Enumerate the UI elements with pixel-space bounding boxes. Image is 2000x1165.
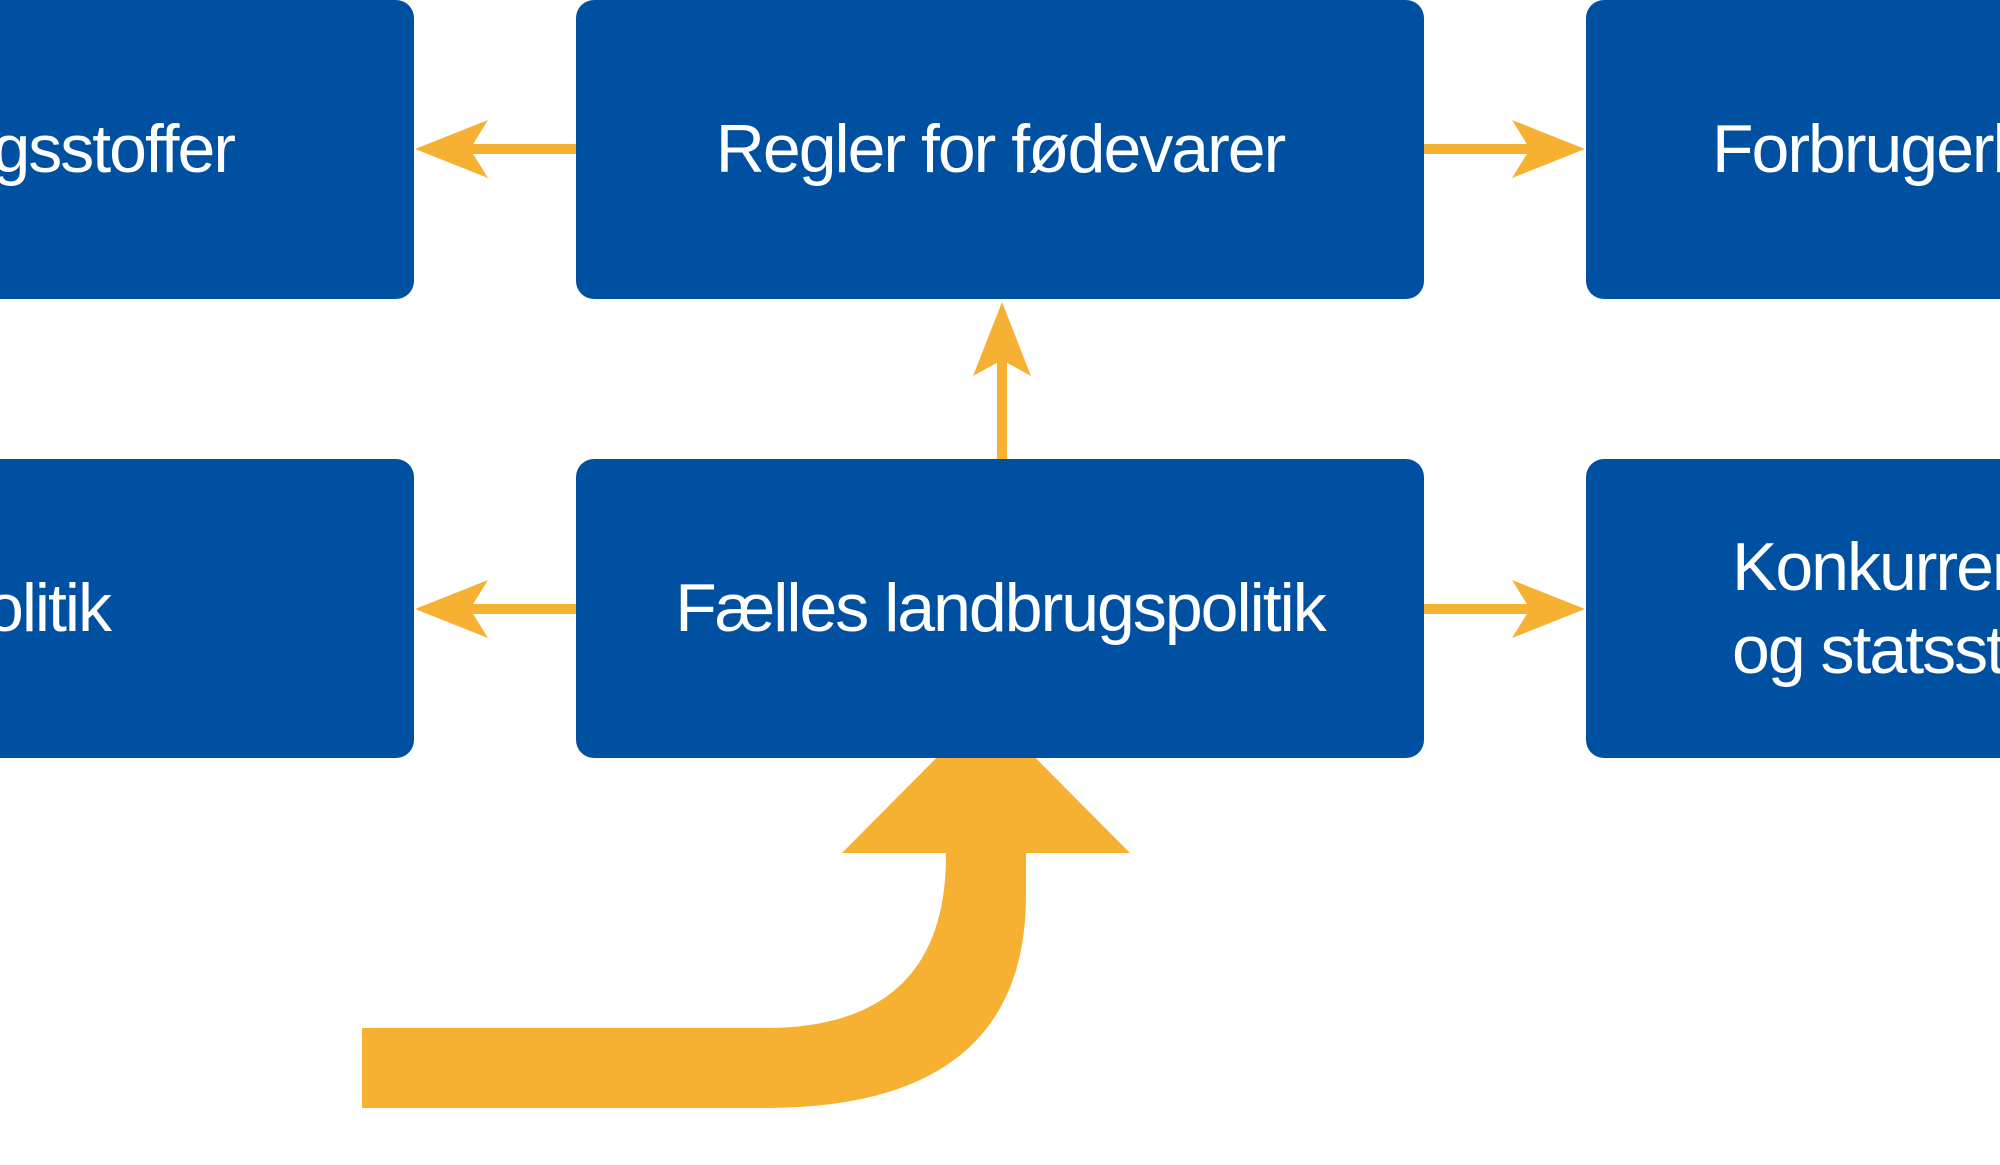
box-mid-right-line-1: Konkurren: [1732, 528, 2000, 605]
box-top-right-label: Forbrugerb: [1712, 111, 2000, 188]
arrow-mid-center-to-top-center: [973, 302, 1031, 459]
box-mid-center-label: Fælles landbrugspolitik: [675, 570, 1326, 647]
box-mid-right-label: Konkurren og statsst: [1732, 526, 2000, 692]
box-mid-left: olitik: [0, 459, 414, 758]
arrow-mid-center-to-left: [415, 580, 576, 638]
box-mid-right: Konkurren og statsst: [1586, 459, 2000, 758]
arrow-top-center-to-left: [415, 120, 576, 178]
box-top-center-label: Regler for fødevarer: [715, 111, 1286, 188]
box-top-left-label: gsstoffer: [0, 111, 236, 188]
box-mid-center: Fælles landbrugspolitik: [576, 459, 1424, 758]
arrow-top-center-to-right: [1424, 120, 1585, 178]
box-top-center: Regler for fødevarer: [576, 0, 1424, 299]
curved-input-arrow: [362, 708, 1130, 1108]
box-mid-left-label: olitik: [0, 570, 112, 647]
arrow-mid-center-to-right: [1424, 580, 1585, 638]
box-top-left: gsstoffer: [0, 0, 414, 299]
box-top-right: Forbrugerb: [1586, 0, 2000, 299]
box-mid-right-line-2: og statsst: [1732, 611, 2000, 688]
